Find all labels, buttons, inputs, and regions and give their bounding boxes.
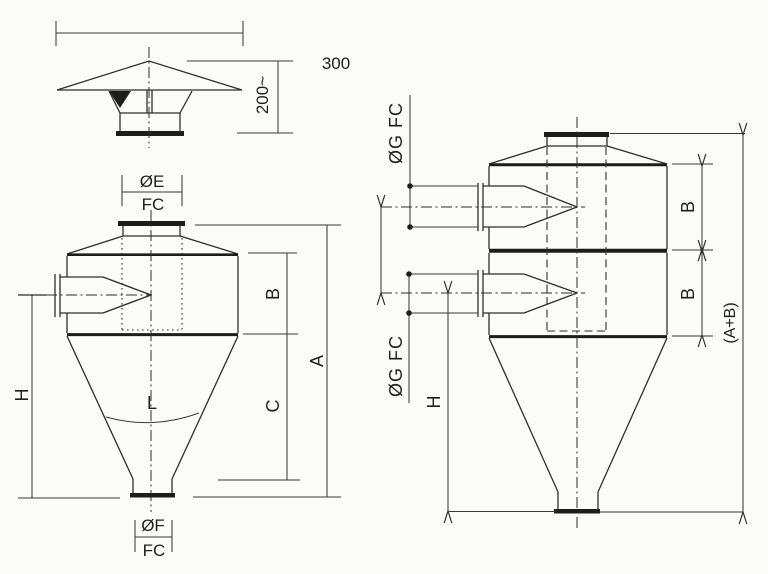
- single-top-fc-label: FC: [142, 195, 165, 214]
- single-top-dia-dim-line: [121, 175, 183, 206]
- rain-cap-drawing: 300 200~: [55, 21, 350, 148]
- double-h-bottom-extension: [448, 510, 743, 513]
- single-bottom-dia-label: ØF: [141, 516, 165, 535]
- single-roof: [66, 235, 239, 255]
- cap-width-value: 300: [322, 54, 350, 73]
- double-top-flange: [544, 132, 609, 137]
- double-outlet-flange: [554, 509, 600, 514]
- single-body-sides: [66, 256, 239, 333]
- single-cyclone-drawing: ØE FC L ØF FC H B C: [12, 172, 341, 560]
- single-bottom-dia-dim-line: [134, 520, 173, 552]
- single-h-label: H: [12, 389, 32, 402]
- double-inlet2-leader-dot-bottom: [406, 310, 412, 316]
- cap-width-dim-line: [55, 21, 244, 46]
- double-inlet1-leader-dot-top: [407, 183, 413, 189]
- single-a-dim-line: [193, 224, 341, 498]
- single-top-flange: [118, 221, 185, 226]
- single-top-dia-label: ØE: [140, 172, 165, 191]
- cap-height-dim-line: [187, 60, 293, 134]
- double-inlet1-leader-dot-bottom: [407, 224, 413, 230]
- single-bc-dim-line: [218, 252, 300, 481]
- double-h-label: H: [424, 396, 444, 409]
- single-c-label: C: [263, 400, 283, 413]
- cap-stem-lines: [146, 90, 153, 113]
- double-inlet1-leader: [409, 95, 478, 228]
- single-a-label: A: [307, 355, 327, 367]
- double-outlet-sides: [557, 492, 599, 509]
- double-inlet1-label: ØG FC: [386, 102, 406, 164]
- single-h-dim-line: [18, 295, 120, 499]
- double-body2-sides: [488, 253, 668, 335]
- cap-base-flange: [116, 131, 184, 136]
- double-b-extension-lines: [672, 163, 713, 337]
- double-b-lower-label: B: [678, 288, 698, 300]
- double-inlet2-label: ØG FC: [386, 335, 406, 397]
- single-bottom-fc-label: FC: [143, 541, 166, 560]
- single-cone: [66, 335, 239, 480]
- single-inner-tube-hidden: [121, 238, 183, 331]
- double-roof: [488, 145, 668, 165]
- double-ab-label: (A+B): [722, 302, 739, 343]
- cap-shade-triangle: [109, 91, 131, 108]
- double-inlet2-leader-dot-top: [406, 271, 412, 277]
- single-outlet-sides: [132, 479, 173, 493]
- single-neck-sides: [122, 226, 181, 236]
- double-neck-sides: [546, 137, 608, 146]
- double-b-upper-label: B: [678, 201, 698, 213]
- double-inlet2-leader: [408, 273, 478, 403]
- single-b-label: B: [263, 288, 283, 300]
- cap-cylinder: [119, 112, 181, 131]
- cap-neck-sides: [108, 90, 193, 114]
- cap-height-value: 200~: [253, 76, 272, 114]
- single-cone-label: L: [147, 393, 157, 413]
- single-outlet-flange: [130, 493, 175, 498]
- double-body1-sides: [488, 166, 668, 249]
- single-cone-arc: [105, 412, 200, 424]
- double-cyclone-drawing: ØG FC ØG FC H B B (A+B): [376, 95, 748, 528]
- double-inner-tube-hidden: [546, 147, 607, 332]
- double-cone: [488, 337, 668, 493]
